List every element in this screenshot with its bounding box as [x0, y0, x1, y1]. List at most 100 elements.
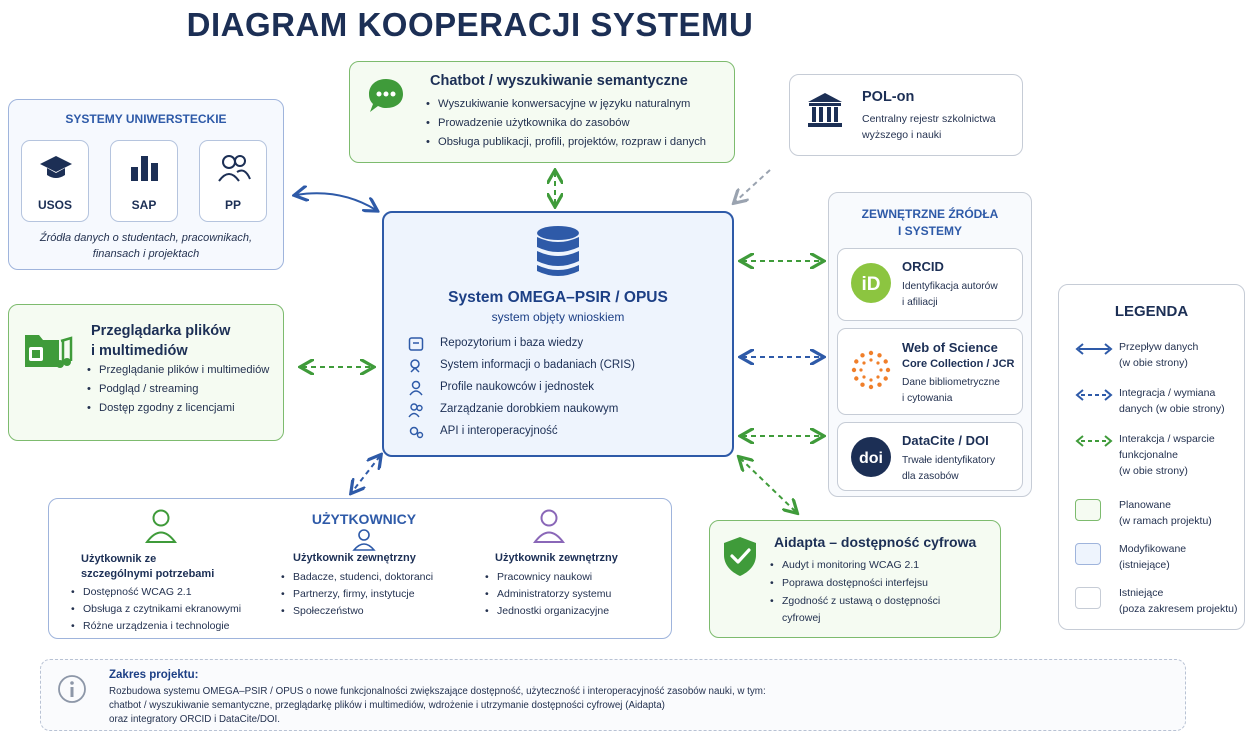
- polon-desc-line2: wyższego i nauki: [862, 129, 942, 141]
- chat-bubble-icon: [369, 79, 403, 112]
- wos-name2: Core Collection / JCR: [902, 358, 1015, 370]
- legend-flow-line1: Przepływ danych: [1119, 341, 1199, 353]
- user-icon: [352, 529, 376, 551]
- existing-swatch: [1075, 587, 1101, 609]
- users-box: UŻYTKOWNICY Użytkownik ze szczególnymi p…: [48, 498, 672, 639]
- dashed-blue-arrow-icon: [1075, 389, 1113, 401]
- users-group3-title: Użytkownik zewnętrzny: [495, 552, 618, 564]
- orcid-logo-text: iD: [862, 274, 881, 295]
- list-item: Dostęp zgodny z licencjami: [87, 399, 283, 418]
- tile-usos: USOS: [21, 140, 89, 222]
- modified-swatch: [1075, 543, 1101, 565]
- user-icon: [409, 380, 423, 396]
- project-scope-box: Zakres projektu: Rozbudowa systemu OMEGA…: [40, 659, 1186, 731]
- core-feature-label: Repozytorium i baza wiedzy: [440, 337, 584, 349]
- scope-line2: chatbot / wyszukiwanie semantyczne, prze…: [109, 700, 665, 711]
- orcid-name: ORCID: [902, 259, 944, 274]
- legend-existing-text: Istniejące(poza zakresem projektu): [1119, 585, 1249, 617]
- orcid-card: iD ORCID Identyfikacja autorów i afiliac…: [837, 248, 1023, 321]
- university-systems-box: SYSTEMY UNIWERSTECKIE USOS SAP PP Źródła…: [8, 99, 284, 270]
- legend-planned-line1: Planowane: [1119, 499, 1171, 511]
- aidapta-heading: Aidapta – dostępność cyfrowa: [774, 534, 977, 550]
- wos-name: Web of Science: [902, 340, 998, 355]
- legend-modified-text: Modyfikowane (istniejące): [1119, 541, 1249, 573]
- doi-logo-icon: doi: [851, 437, 891, 477]
- polon-box: POL-on Centralny rejestr szkolnictwa wyż…: [789, 74, 1023, 156]
- legend-interaction-line2: funkcjonalne: [1119, 449, 1178, 461]
- users-group2-list: Badacze, studenci, doktoranci Partnerzy,…: [281, 569, 481, 620]
- research-icon: [410, 359, 420, 373]
- core-heading: System OMEGA–PSIR / OPUS: [448, 289, 668, 306]
- polon-desc-line1: Centralny rejestr szkolnictwa: [862, 113, 996, 125]
- bar-chart-icon: [131, 156, 158, 181]
- wos-card: Web of Science Core Collection / JCR Dan…: [837, 328, 1023, 415]
- list-item: Obsługa publikacji, profili, projektów, …: [426, 133, 731, 152]
- datacite-desc: Trwałe identyfikatory dla zasobów: [902, 453, 995, 485]
- core-feature-label: System informacji o badaniach (CRIS): [440, 359, 635, 371]
- list-item: Obsługa z czytnikami ekranowymi: [71, 601, 271, 618]
- external-heading-line2: I SYSTEMY: [897, 224, 962, 238]
- arrow-core-users: [352, 456, 380, 492]
- database-icon: [537, 226, 579, 276]
- list-item: Pracownicy naukowi: [485, 569, 665, 586]
- datacite-card: doi DataCite / DOI Trwałe identyfikatory…: [837, 422, 1023, 491]
- legend-flow-text: Przepływ danych(w obie strony): [1119, 339, 1249, 371]
- users-group1-title-line2: szczególnymi potrzebami: [81, 568, 215, 580]
- scope-line3: oraz integratory ORCID i DataCite/DOI.: [109, 714, 280, 725]
- aidapta-list: Audyt i monitoring WCAG 2.1 Poprawa dost…: [770, 556, 995, 610]
- chatbot-box: Chatbot / wyszukiwanie semantyczne Wyszu…: [349, 61, 735, 163]
- solid-arrow-icon: [1075, 343, 1113, 355]
- legend-planned-text: Planowane(w ramach projektu): [1119, 497, 1249, 529]
- file-browser-heading-line1: Przeglądarka plików: [91, 323, 231, 339]
- media-folder-icon: [25, 335, 73, 368]
- chatbot-heading: Chatbot / wyszukiwanie semantyczne: [430, 73, 688, 89]
- info-icon: [58, 675, 86, 703]
- scope-heading: Zakres projektu:: [109, 669, 199, 681]
- list-item: Administratorzy systemu: [485, 586, 665, 603]
- users-group1-title: Użytkownik ze szczególnymi potrzebami: [81, 552, 214, 582]
- orcid-logo-icon: iD: [851, 263, 891, 303]
- external-heading-line1: ZEWNĘTRZNE ŹRÓDŁA: [861, 207, 999, 221]
- list-item: Społeczeństwo: [281, 603, 481, 620]
- planned-swatch: [1075, 499, 1101, 521]
- core-feature-label: Zarządzanie dorobkiem naukowym: [440, 403, 619, 415]
- scope-text: Rozbudowa systemu OMEGA–PSIR / OPUS o no…: [109, 685, 766, 727]
- legend-modified-line1: Modyfikowane: [1119, 543, 1187, 555]
- legend-interaction-line1: Interakcja / wsparcie: [1119, 433, 1215, 445]
- aidapta-box: Aidapta – dostępność cyfrowa Audyt i mon…: [709, 520, 1001, 638]
- core-feature-label: API i interoperacyjność: [440, 425, 558, 437]
- core-system-box: System OMEGA–PSIR / OPUS system objęty w…: [382, 211, 734, 457]
- datacite-name: DataCite / DOI: [902, 433, 989, 448]
- users-icon: [408, 403, 423, 418]
- legend-existing-line1: Istniejące: [1119, 587, 1164, 599]
- orcid-desc: Identyfikacja autorów i afiliacji: [902, 279, 998, 311]
- university-heading: SYSTEMY UNIWERSTECKIE: [65, 112, 227, 126]
- list-item: Przeglądanie plików i multimediów: [87, 361, 283, 380]
- graduation-cap-icon: [40, 156, 72, 178]
- users-group1-title-line1: Użytkownik ze: [81, 553, 157, 565]
- file-browser-heading: Przeglądarka plików i multimediów: [91, 321, 230, 361]
- list-item: Badacze, studenci, doktoranci: [281, 569, 481, 586]
- list-item: Podgląd / streaming: [87, 380, 283, 399]
- arrow-core-aidapta: [740, 458, 796, 512]
- users-group2-title: Użytkownik zewnętrzny: [293, 552, 416, 564]
- polon-heading: POL-on: [862, 89, 915, 105]
- legend-interaction-line3: (w obie strony): [1119, 465, 1188, 477]
- list-item: Wyszukiwanie konwersacyjne w języku natu…: [426, 95, 731, 114]
- users-group3-list: Pracownicy naukowi Administratorzy syste…: [485, 569, 665, 620]
- legend-interaction-text: Interakcja / wsparcie funkcjonalne (w obie…: [1119, 431, 1249, 479]
- polon-desc: Centralny rejestr szkolnictwa wyższego i…: [862, 111, 996, 143]
- file-browser-list: Przeglądanie plików i multimediów Podglą…: [87, 361, 283, 418]
- list-item: Prowadzenie użytkownika do zasobów: [426, 114, 731, 133]
- file-browser-heading-line2: i multimediów: [91, 343, 188, 359]
- university-caption-line2: finansach i projektach: [92, 248, 200, 260]
- people-icon: [218, 155, 251, 182]
- external-heading: ZEWNĘTRZNE ŹRÓDŁA I SYSTEMY: [829, 206, 1031, 240]
- list-item: Poprawa dostępności interfejsu: [770, 574, 995, 592]
- legend-box: LEGENDA Przepływ danych(w obie strony) I…: [1058, 284, 1245, 630]
- legend-modified-line2: (istniejące): [1119, 559, 1170, 571]
- arrow-university-core: [296, 193, 376, 210]
- tile-sap-label: SAP: [131, 198, 157, 212]
